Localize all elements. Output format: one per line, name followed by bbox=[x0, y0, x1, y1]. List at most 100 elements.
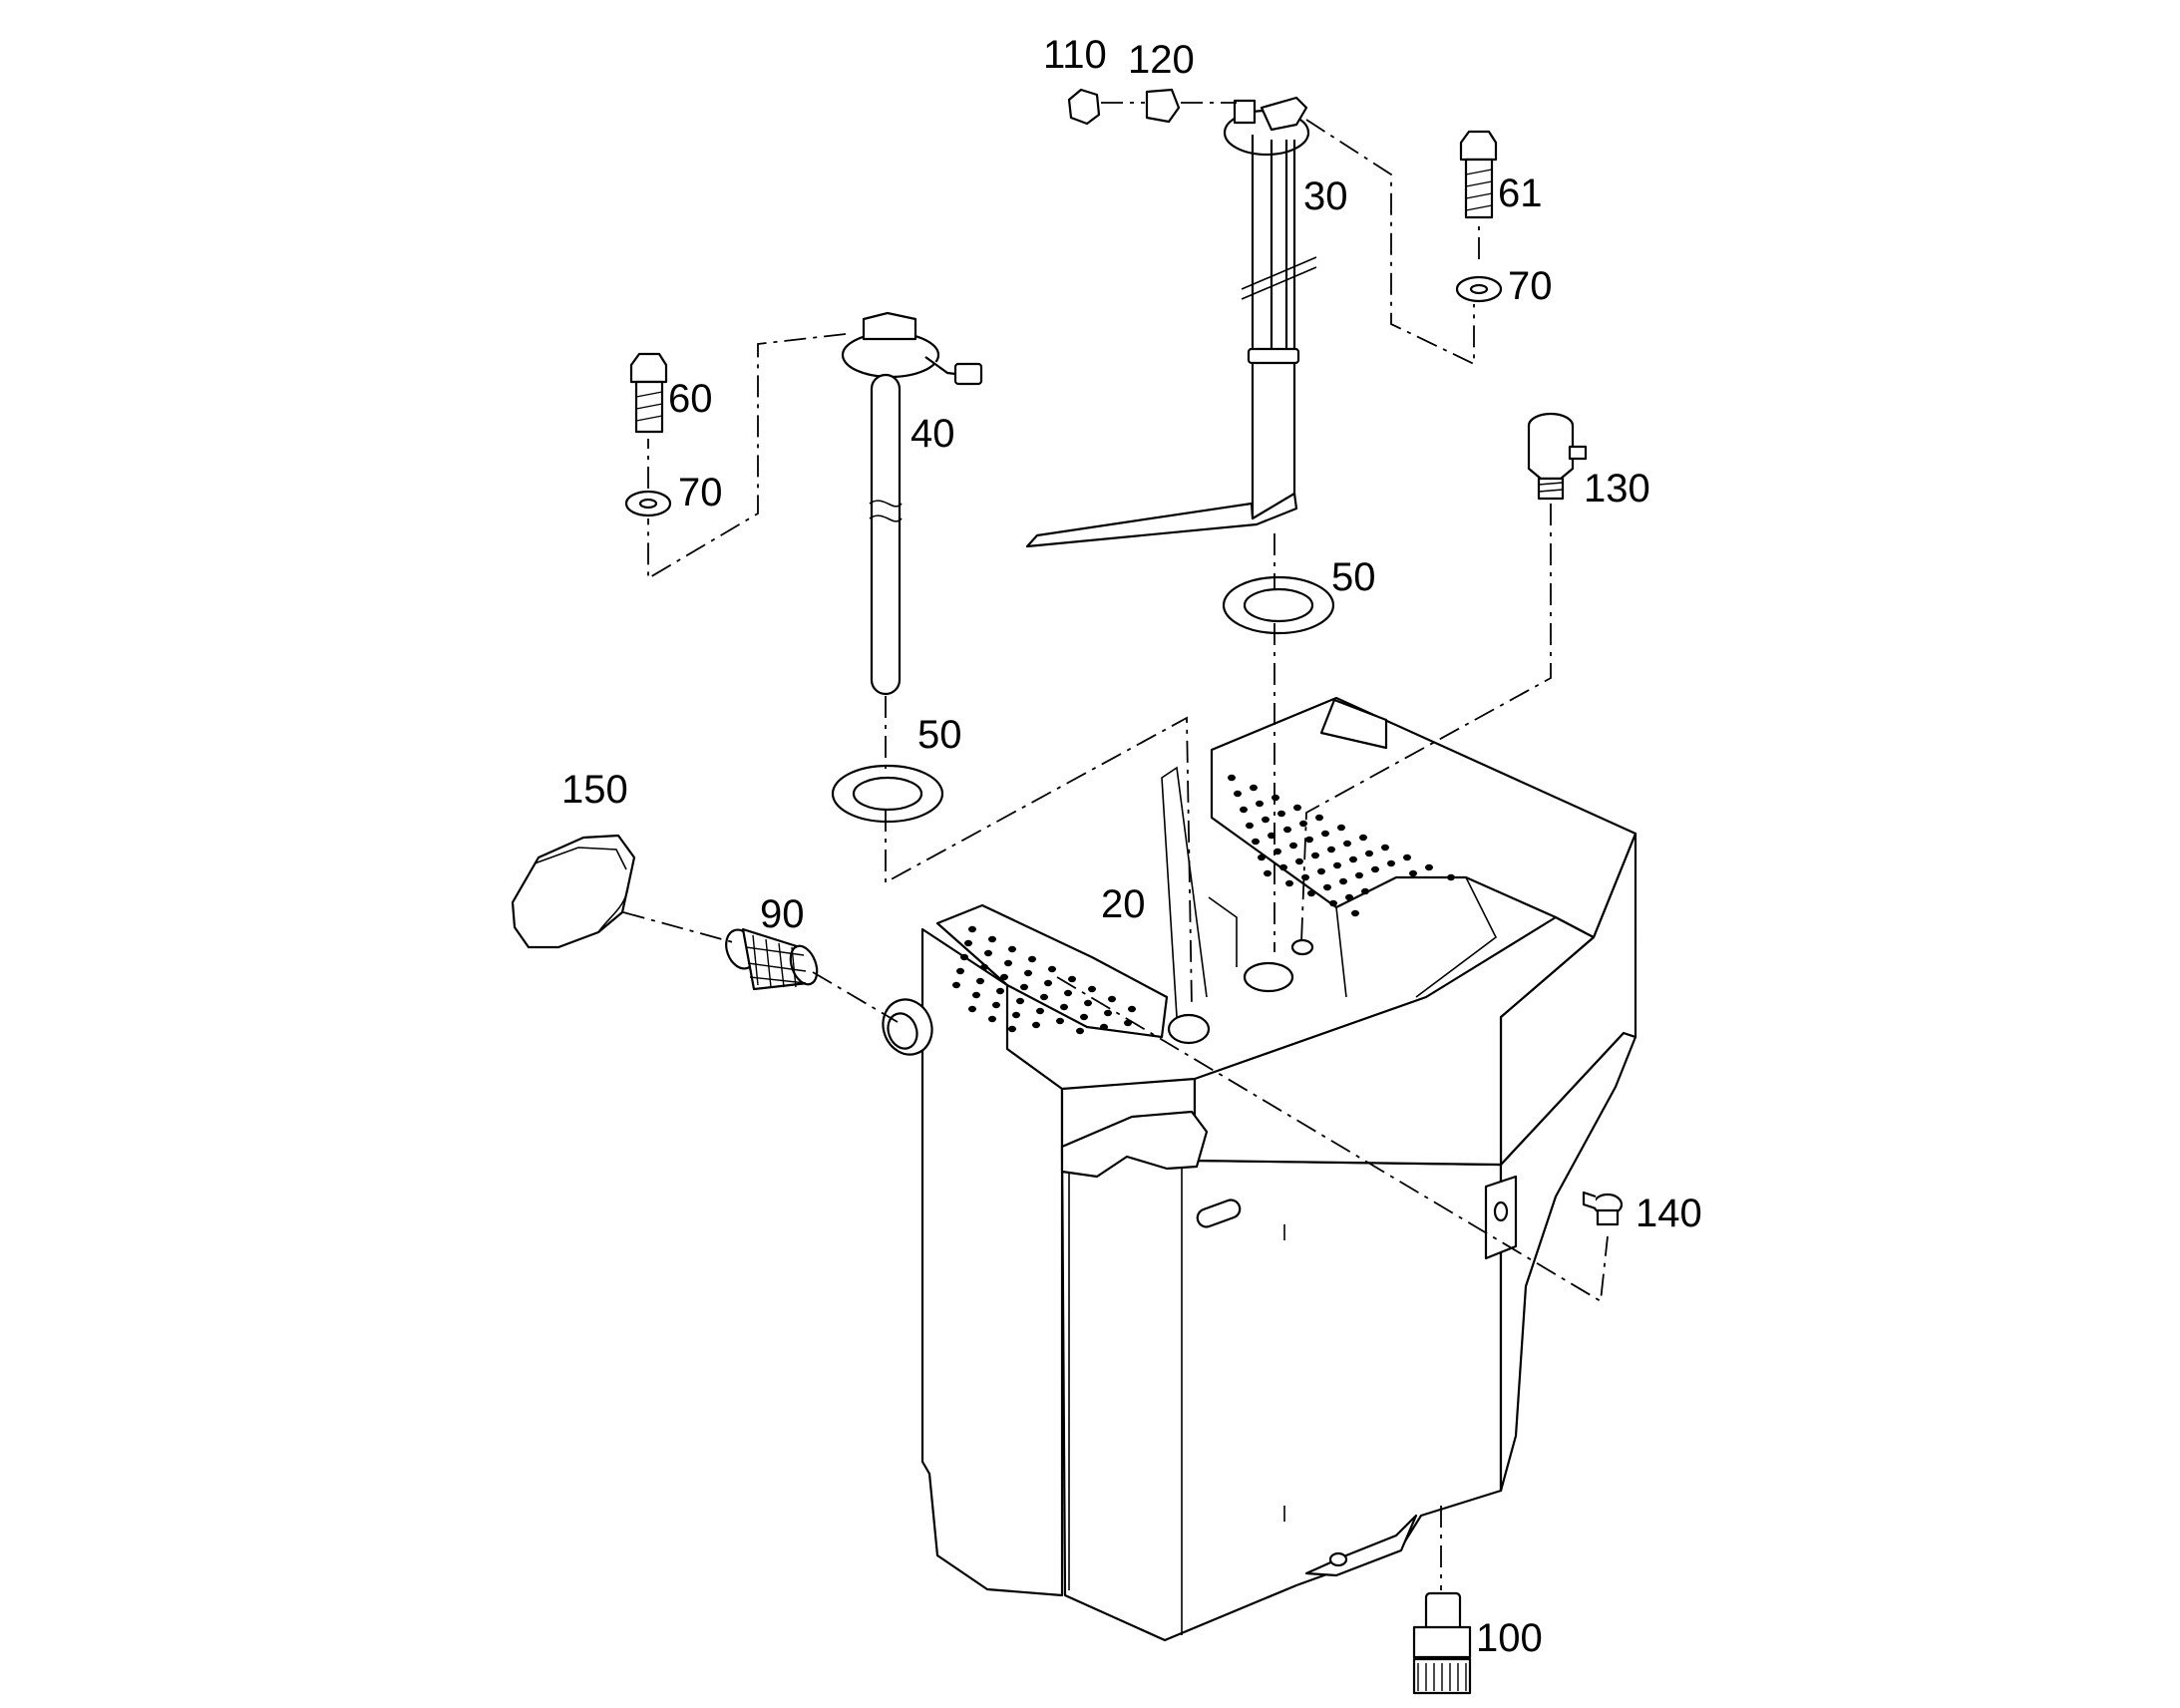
perforation-hole bbox=[1311, 852, 1319, 859]
perforation-hole bbox=[1088, 985, 1096, 993]
perforation-hole bbox=[1355, 871, 1363, 879]
perforation-hole bbox=[1064, 989, 1072, 997]
perforation-hole bbox=[1387, 859, 1395, 867]
callout-40: 40 bbox=[910, 412, 955, 456]
perforation-hole bbox=[1100, 1023, 1108, 1031]
callout-61: 61 bbox=[1498, 171, 1543, 215]
perforation-hole bbox=[1447, 873, 1455, 881]
perforation-hole bbox=[1076, 1027, 1084, 1035]
perforation-hole bbox=[1084, 999, 1092, 1007]
washer-70-left bbox=[624, 490, 672, 517]
callout-20: 20 bbox=[1101, 882, 1146, 926]
gasket-50-right bbox=[1222, 575, 1335, 635]
perforation-hole bbox=[1000, 973, 1008, 981]
perforation-hole bbox=[1301, 873, 1309, 881]
perforation-hole bbox=[1272, 794, 1279, 802]
perforation-hole bbox=[1329, 899, 1337, 907]
perforation-hole bbox=[1028, 955, 1036, 963]
cap-120 bbox=[1145, 88, 1181, 124]
perforation-hole bbox=[1345, 893, 1353, 901]
breather-valve-130 bbox=[1527, 412, 1588, 501]
perforation-hole bbox=[1283, 826, 1291, 834]
perforation-hole bbox=[1056, 1017, 1064, 1025]
perforation-hole bbox=[960, 953, 968, 961]
callout-labels: 110 120 30 61 70 60 40 70 130 50 50 150 … bbox=[561, 33, 1702, 1660]
perforation-hole bbox=[1040, 993, 1048, 1001]
perforation-hole bbox=[972, 991, 980, 999]
perforation-hole bbox=[1032, 1021, 1040, 1029]
perforation-hole bbox=[1128, 1005, 1136, 1013]
perforation-hole bbox=[956, 967, 964, 975]
perforation-hole bbox=[1104, 1009, 1112, 1017]
perforation-hole bbox=[1317, 867, 1325, 875]
perforation-hole bbox=[980, 963, 988, 971]
perforation-hole bbox=[1293, 804, 1301, 812]
strainer-90 bbox=[725, 927, 819, 991]
perforation-hole bbox=[1279, 863, 1287, 871]
perforation-hole bbox=[1008, 945, 1016, 953]
perforation-hole bbox=[1268, 832, 1275, 840]
perforation-hole bbox=[996, 987, 1004, 995]
perforation-hole bbox=[1327, 846, 1335, 854]
perforation-hole bbox=[1256, 800, 1264, 808]
perforation-hole bbox=[1044, 979, 1052, 987]
perforation-hole bbox=[1299, 820, 1307, 828]
callout-50-right: 50 bbox=[1331, 555, 1376, 599]
gasket-50-left bbox=[831, 764, 944, 824]
perforated-deck-holes bbox=[952, 774, 1455, 1035]
perforation-hole bbox=[1359, 834, 1367, 842]
perforation-hole bbox=[1246, 822, 1254, 830]
perforation-hole bbox=[964, 939, 972, 947]
perforation-hole bbox=[976, 977, 984, 985]
callout-130: 130 bbox=[1584, 467, 1650, 511]
callout-150: 150 bbox=[561, 768, 628, 812]
perforation-hole bbox=[1273, 848, 1281, 855]
perforation-hole bbox=[992, 1001, 1000, 1009]
leader-lines bbox=[622, 102, 1609, 1590]
callout-30: 30 bbox=[1303, 174, 1348, 218]
plug-140 bbox=[1582, 1191, 1624, 1226]
perforation-hole bbox=[1339, 877, 1347, 885]
perforation-hole bbox=[1258, 854, 1266, 861]
callout-70-left: 70 bbox=[678, 471, 723, 514]
callout-110: 110 bbox=[1043, 33, 1107, 77]
perforation-hole bbox=[988, 1015, 996, 1023]
perforation-hole bbox=[1228, 774, 1236, 782]
perforation-hole bbox=[1024, 969, 1032, 977]
perforation-hole bbox=[1264, 869, 1272, 877]
perforation-hole bbox=[1250, 784, 1258, 792]
perforation-hole bbox=[1068, 975, 1076, 983]
perforation-hole bbox=[1012, 1011, 1020, 1019]
perforation-hole bbox=[1240, 806, 1248, 814]
perforation-hole bbox=[1349, 855, 1357, 863]
callout-140: 140 bbox=[1635, 1192, 1702, 1235]
callout-120: 120 bbox=[1128, 38, 1195, 82]
perforation-hole bbox=[1016, 997, 1024, 1005]
perforation-hole bbox=[1289, 842, 1297, 850]
perforation-hole bbox=[1048, 965, 1056, 973]
fuel-level-sender-40 bbox=[841, 311, 983, 696]
perforation-hole bbox=[1333, 861, 1341, 869]
callout-70-right: 70 bbox=[1508, 264, 1553, 308]
perforation-hole bbox=[952, 981, 960, 989]
perforation-hole bbox=[988, 935, 996, 943]
perforation-hole bbox=[1361, 887, 1369, 895]
perforation-hole bbox=[1323, 883, 1331, 891]
perforation-hole bbox=[1277, 810, 1285, 818]
perforation-hole bbox=[1371, 865, 1379, 873]
perforation-hole bbox=[968, 925, 976, 933]
bolt-61 bbox=[1459, 130, 1498, 219]
perforation-hole bbox=[1080, 1013, 1088, 1021]
nut-110 bbox=[1067, 88, 1101, 126]
perforation-hole bbox=[1307, 889, 1315, 897]
perforation-hole bbox=[1315, 814, 1323, 822]
perforation-hole bbox=[1305, 836, 1313, 844]
perforation-hole bbox=[1337, 824, 1345, 832]
perforation-hole bbox=[1409, 869, 1417, 877]
perforation-hole bbox=[1351, 909, 1359, 917]
filler-cap-150 bbox=[511, 834, 636, 949]
callout-60: 60 bbox=[668, 377, 713, 421]
perforation-hole bbox=[1262, 816, 1270, 824]
perforation-hole bbox=[1365, 850, 1373, 857]
perforation-hole bbox=[1004, 959, 1012, 967]
